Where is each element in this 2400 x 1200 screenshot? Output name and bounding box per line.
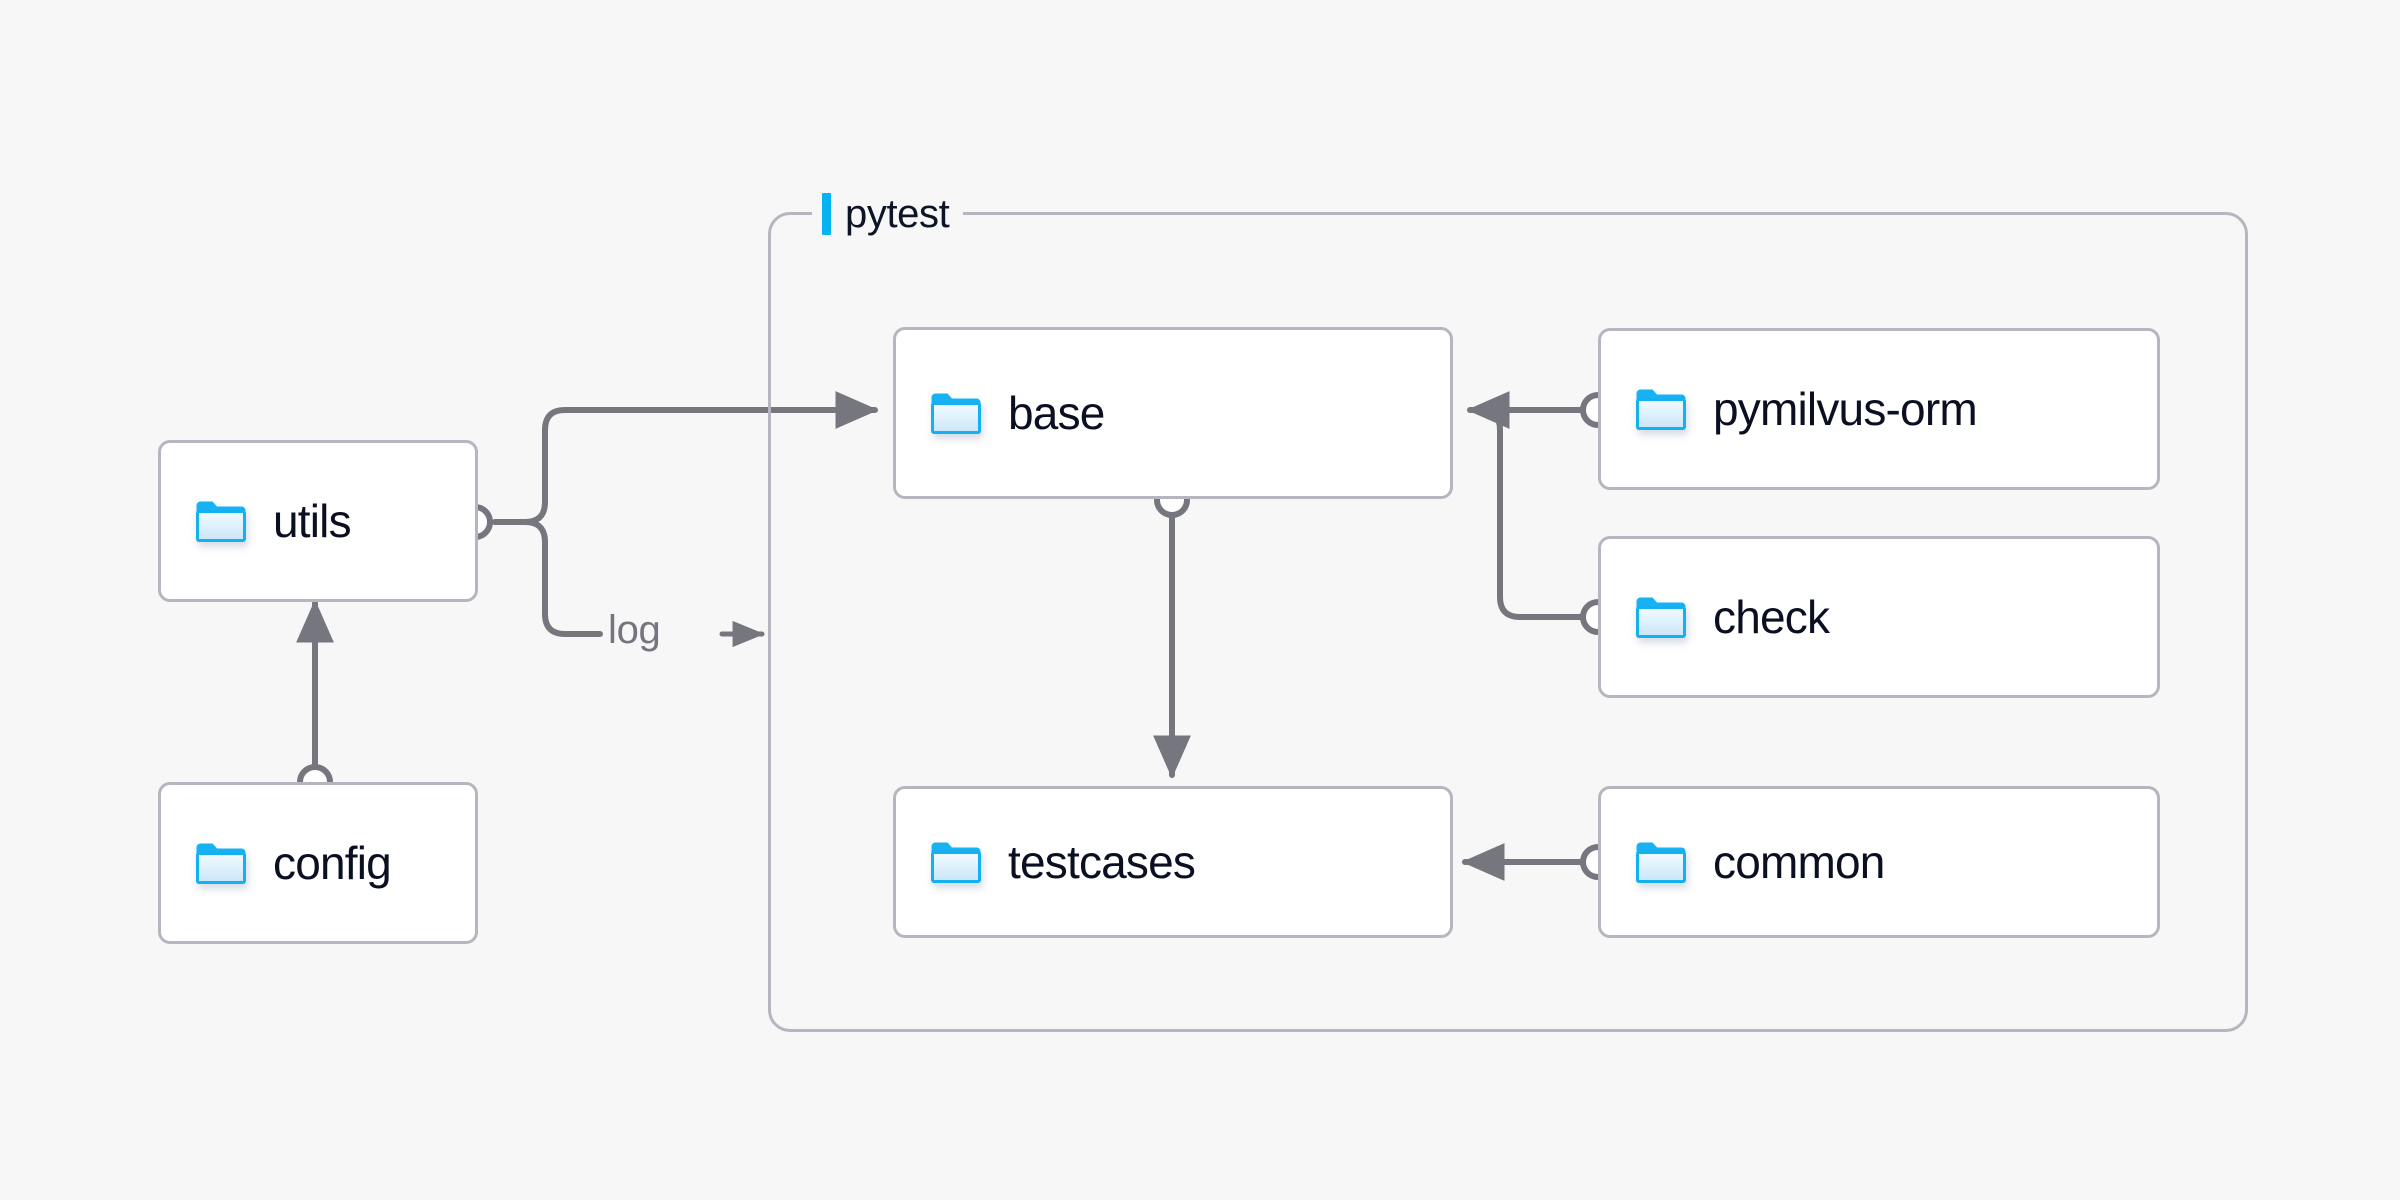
- edge-label-log: log: [608, 608, 661, 652]
- node-config-label: config: [273, 837, 392, 889]
- folder-icon: [195, 499, 247, 543]
- node-base-label: base: [1008, 387, 1105, 439]
- node-common[interactable]: common: [1598, 786, 2160, 938]
- folder-icon: [1635, 595, 1687, 639]
- group-pytest: [768, 212, 2248, 1032]
- node-common-label: common: [1713, 836, 1885, 888]
- folder-icon: [1635, 840, 1687, 884]
- edge-utils-to-log: [492, 519, 603, 637]
- node-pymilvus-orm-label: pymilvus-orm: [1713, 383, 1978, 435]
- node-utils-label: utils: [273, 495, 352, 547]
- node-check-label: check: [1713, 591, 1830, 643]
- folder-icon: [195, 841, 247, 885]
- folder-icon: [1635, 387, 1687, 431]
- group-pytest-label: pytest: [845, 191, 950, 236]
- edge-check-to-base: [1477, 407, 1586, 620]
- node-utils[interactable]: utils: [158, 440, 478, 602]
- node-check[interactable]: check: [1598, 536, 2160, 698]
- folder-icon: [930, 840, 982, 884]
- group-accent-bar: [822, 193, 831, 235]
- folder-icon: [930, 391, 982, 435]
- group-pytest-label-wrap: pytest: [812, 188, 964, 240]
- node-base[interactable]: base: [893, 327, 1453, 499]
- node-pymilvus-orm[interactable]: pymilvus-orm: [1598, 328, 2160, 490]
- node-testcases[interactable]: testcases: [893, 786, 1453, 938]
- node-testcases-label: testcases: [1008, 836, 1196, 888]
- node-config[interactable]: config: [158, 782, 478, 944]
